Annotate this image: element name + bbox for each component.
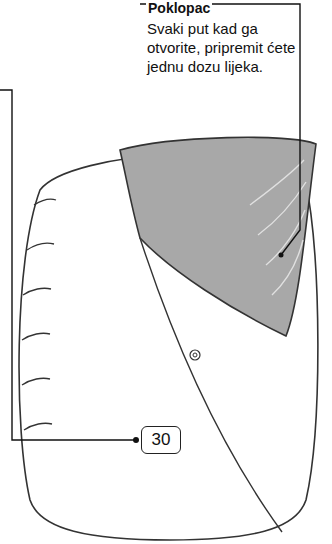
- callout-text: Svaki put kad ga otvorite, pripremit ćet…: [145, 17, 299, 78]
- indicator-hole: [190, 350, 200, 360]
- leader-dot: [133, 437, 139, 443]
- counter-number: 30: [152, 430, 171, 450]
- body-seam: [140, 238, 282, 532]
- indicator-hole: [193, 353, 197, 357]
- leader-line: [140, 4, 300, 255]
- cover: [120, 137, 316, 336]
- dose-counter: 30: [141, 426, 181, 454]
- leader-dot: [279, 253, 284, 258]
- leader-line: [0, 90, 134, 440]
- grip-ridges: [22, 199, 56, 430]
- part-name: Poklopac: [146, 0, 212, 16]
- cover-ridges: [250, 160, 306, 295]
